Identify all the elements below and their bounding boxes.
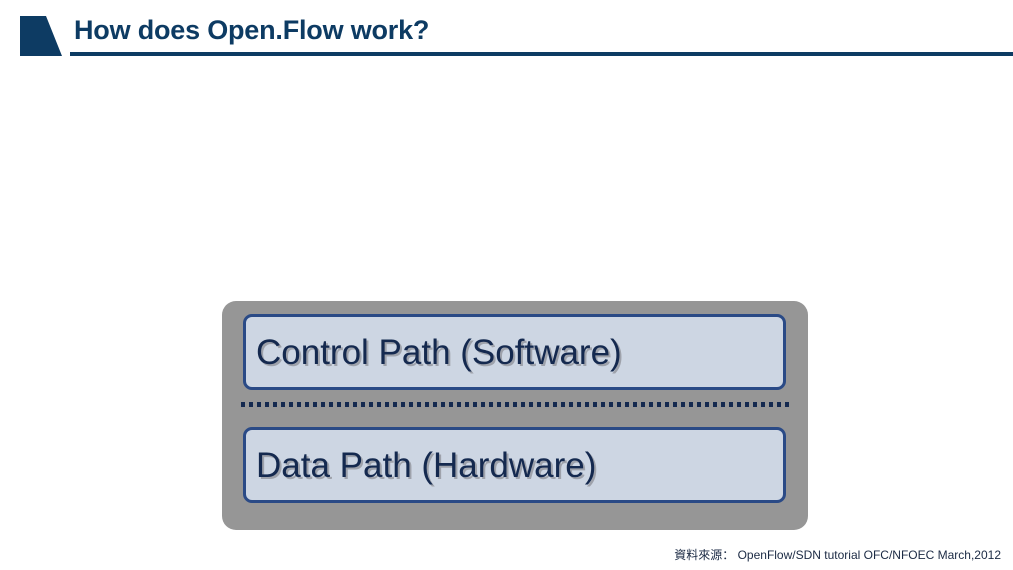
control-path-label: Control Path (Software) [256, 332, 622, 372]
source-attribution: 資料來源： OpenFlow/SDN tutorial OFC/NFOEC Ma… [674, 547, 1001, 562]
data-path-label: Data Path (Hardware) [256, 445, 597, 485]
slide-header: How does Open.Flow work? [0, 0, 1013, 70]
title-underline-rule [70, 52, 1013, 56]
trapezoid-logo-icon [18, 10, 64, 58]
data-path-box: Data Path (Hardware) [243, 427, 786, 503]
page-title: How does Open.Flow work? [74, 15, 430, 45]
control-path-box: Control Path (Software) [243, 314, 786, 390]
path-separator-dotted-line [241, 402, 789, 407]
